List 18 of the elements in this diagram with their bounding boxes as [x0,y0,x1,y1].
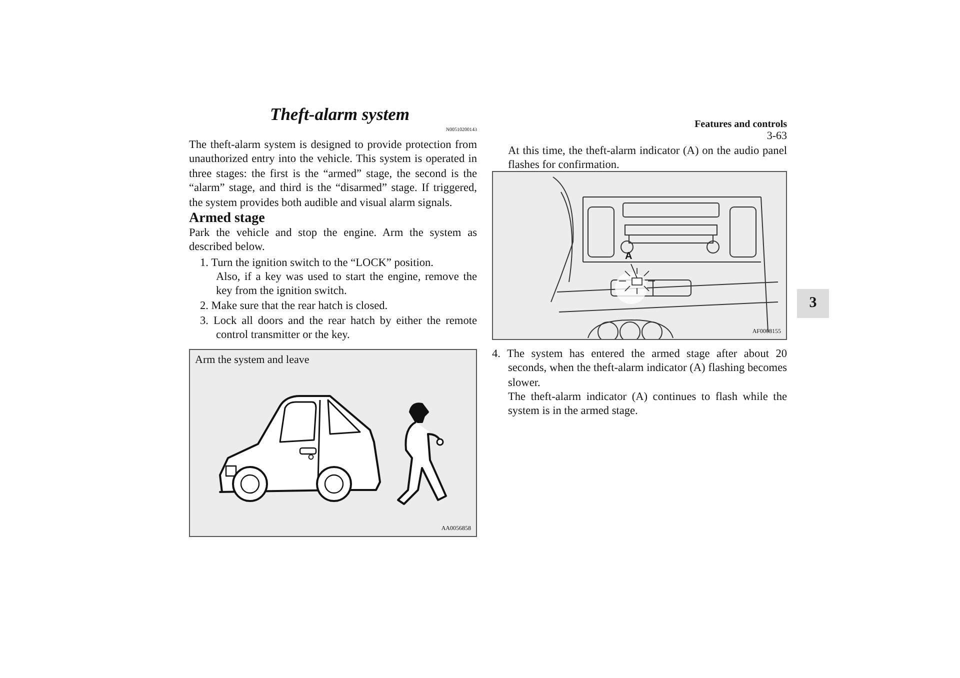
list-item: 4. The system has entered the armed stage after about 20 seconds, when the theft-alarm indicator (A) flashing becomes slower. [492,347,787,390]
callout-letter: A [625,250,637,263]
paragraph: Park the vehicle and stop the engine. Arm the system as described below. [189,226,477,255]
paragraph: At this time, the theft-alarm indicator (A) on the audio panel flashes for confirmation. [508,144,787,173]
list-item: 1. Turn the ignition switch to the “LOCK” position. [200,256,434,270]
leader-line [630,264,638,278]
list-item-note: The theft-alarm indicator (A) continues to flash while the system is in the armed stage. [508,390,787,419]
page-number: 3-63 [766,129,787,144]
figure-caption: Arm the system and leave [195,354,310,366]
page-title: Theft-alarm system [270,104,410,125]
list-item: 2. Make sure that the rear hatch is closed. [200,299,389,314]
chapter-tab: 3 [797,289,829,318]
section-heading: Armed stage [189,211,266,226]
list-item-note: Also, if a key was used to start the engine, remove the key from the ignition switch. [216,270,477,299]
indicator-lamp [619,268,655,294]
list-item: 3. Lock all doors and the rear hatch by either the remote control transmitter or the key. [200,314,477,343]
paragraph: The theft-alarm system is designed to provide protection from unauthorized entry into the vehicle. This system is operated in three stages: the first is the “armed” stage, the second is the “alarm” stage, and third is the “disarmed” stage. If triggered, the system provides both audible and visual alarm signals. [189,138,477,210]
header: Features and controls [694,118,787,132]
